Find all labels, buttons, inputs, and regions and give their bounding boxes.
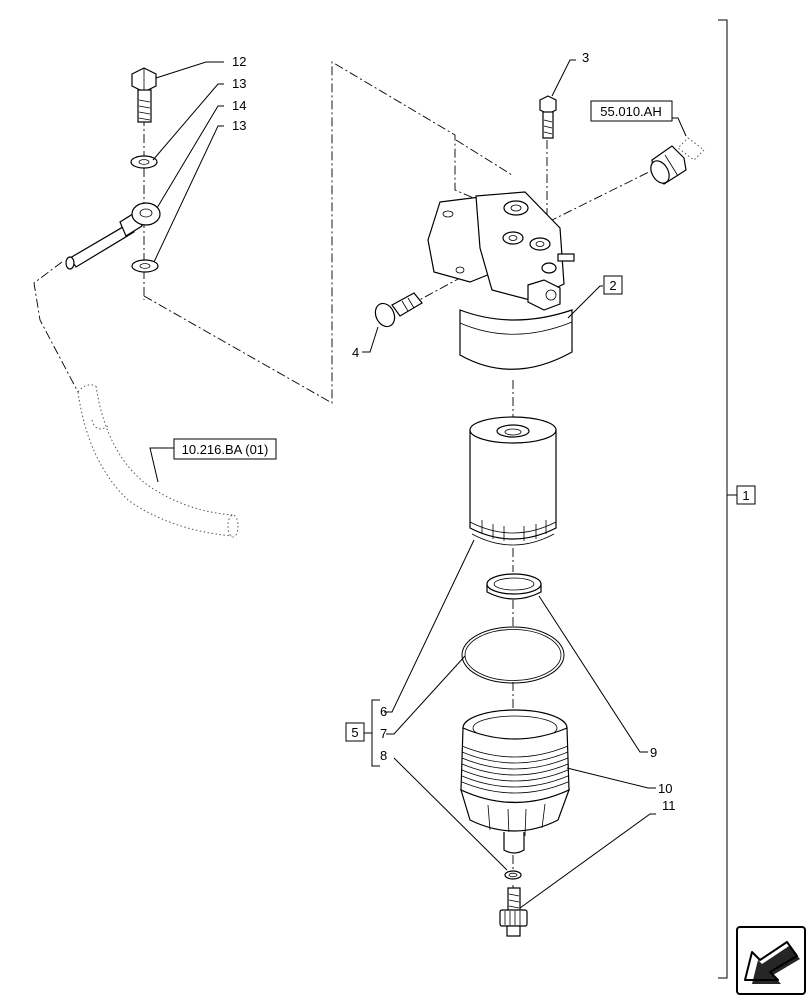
o-ring — [461, 626, 565, 684]
svg-text:5: 5 — [351, 725, 358, 740]
drain-plug — [374, 292, 423, 328]
svg-text:13: 13 — [232, 118, 246, 133]
leader-lines — [149, 59, 687, 909]
callout-2[interactable]: 2 — [603, 275, 623, 295]
sealing-washer-upper — [130, 155, 158, 169]
svg-text:55.010.AH: 55.010.AH — [600, 104, 661, 119]
svg-text:4: 4 — [352, 345, 359, 360]
svg-text:1: 1 — [742, 488, 749, 503]
svg-text:7: 7 — [380, 726, 387, 741]
small-o-ring — [504, 870, 522, 880]
svg-text:13: 13 — [232, 76, 246, 91]
callout-11[interactable]: 11 — [662, 798, 676, 813]
drain-valve — [499, 887, 528, 937]
banjo-bolt — [131, 67, 157, 123]
callout-4[interactable]: 4 — [352, 345, 359, 360]
reference-55-010-ah[interactable]: 55.010.AH — [590, 100, 673, 122]
seal-ring — [486, 573, 542, 600]
reference-10-216-ba[interactable]: 10.216.BA (01) — [173, 438, 277, 460]
svg-text:8: 8 — [380, 748, 387, 763]
filter-element — [469, 416, 557, 546]
fuel-hose — [77, 384, 239, 538]
svg-text:12: 12 — [232, 54, 246, 69]
svg-text:11: 11 — [662, 798, 676, 813]
callout-1[interactable]: 1 — [736, 485, 756, 505]
filter-head-housing — [427, 191, 575, 370]
mounting-bolt — [539, 95, 557, 139]
callout-12[interactable]: 12 — [232, 54, 246, 69]
callout-10[interactable]: 10 — [658, 781, 672, 796]
callout-9[interactable]: 9 — [650, 745, 657, 760]
callout-6[interactable]: 6 — [380, 704, 387, 719]
svg-text:10.216.BA (01): 10.216.BA (01) — [182, 442, 269, 457]
svg-text:14: 14 — [232, 98, 246, 113]
callout-8[interactable]: 8 — [380, 748, 387, 763]
sealing-washer-lower — [131, 259, 159, 273]
connector-fitting — [650, 137, 705, 185]
filter-bowl — [460, 709, 571, 854]
callout-14[interactable]: 14 — [232, 98, 246, 113]
callout-5[interactable]: 5 — [345, 722, 365, 742]
svg-text:10: 10 — [658, 781, 672, 796]
svg-text:2: 2 — [609, 278, 616, 293]
svg-text:6: 6 — [380, 704, 387, 719]
callout-13-lower[interactable]: 13 — [232, 118, 246, 133]
svg-text:9: 9 — [650, 745, 657, 760]
svg-text:3: 3 — [582, 50, 589, 65]
callout-3[interactable]: 3 — [582, 50, 589, 65]
arrow-icon[interactable] — [736, 926, 806, 995]
assembly-bracket — [718, 19, 737, 979]
callout-13-upper[interactable]: 13 — [232, 76, 246, 91]
callout-7[interactable]: 7 — [380, 726, 387, 741]
banjo-pipe-fitting — [65, 202, 161, 270]
